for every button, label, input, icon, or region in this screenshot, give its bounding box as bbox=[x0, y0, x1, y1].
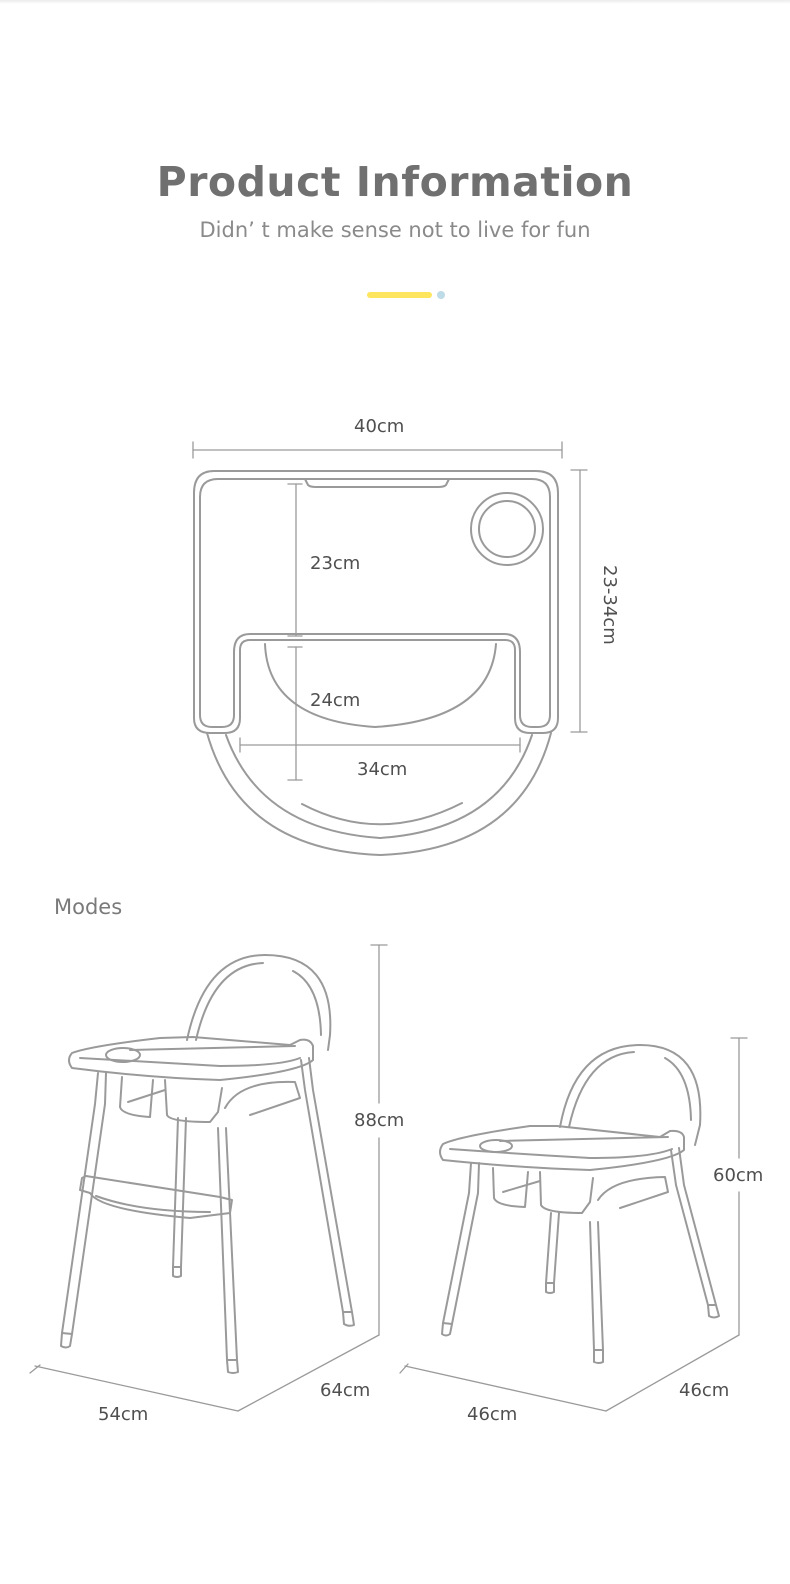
seat-width-label: 34cm bbox=[357, 759, 408, 780]
low-chair-drawing bbox=[399, 1037, 748, 1412]
modes-section-label: Modes bbox=[54, 895, 123, 919]
high-chair-height-label: 88cm bbox=[354, 1110, 405, 1131]
low-chair-depth-label: 46cm bbox=[679, 1380, 730, 1401]
accent-dot-decoration bbox=[437, 291, 445, 299]
page-subtitle: Didn’ t make sense not to live for fun bbox=[199, 218, 591, 242]
page-title: Product Information bbox=[156, 158, 634, 206]
top-edge-shadow bbox=[0, 0, 790, 4]
high-chair-width-label: 54cm bbox=[98, 1404, 149, 1425]
seat-depth-label: 24cm bbox=[310, 690, 361, 711]
low-chair-height-label: 60cm bbox=[713, 1165, 764, 1186]
tray-width-label: 40cm bbox=[354, 416, 405, 437]
tray-adjust-range-label: 23-34cm bbox=[599, 565, 620, 645]
high-chair-drawing bbox=[29, 944, 388, 1412]
high-chair-depth-label: 64cm bbox=[320, 1380, 371, 1401]
low-chair-width-label: 46cm bbox=[467, 1404, 518, 1425]
accent-bar-decoration bbox=[367, 292, 432, 298]
tray-top-view-drawing bbox=[192, 441, 588, 856]
tray-depth-label: 23cm bbox=[310, 553, 361, 574]
